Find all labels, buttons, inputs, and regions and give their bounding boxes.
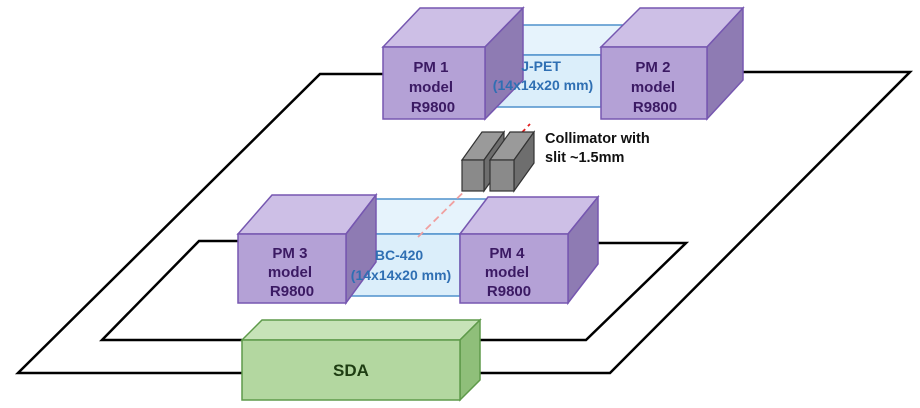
collimator-left-face [461,159,485,192]
pm4-face [459,233,569,304]
sda-box: SDA [240,318,482,402]
cable-pm1 [14,72,383,375]
collimator-label: Collimator with slit ~1.5mm [545,131,654,166]
sda-face [241,339,461,401]
pm2-label: PM 2 model R9800 [631,59,679,116]
pm2-face [600,46,708,120]
jpet-label: J-PET (14x14x20 mm) [493,58,593,93]
pm1-face [382,46,486,120]
cable-pm2 [465,70,914,375]
pm2-box: PM 2 model R9800 [599,6,745,121]
collimator [460,130,536,193]
pm4-label: PM 4 model R9800 [485,245,533,300]
pm1-box: PM 1 model R9800 [381,6,525,121]
cables [14,70,914,375]
cable-pm4 [465,241,690,342]
pm4-box: PM 4 model R9800 [458,194,600,306]
pm1-label: PM 1 model R9800 [409,59,457,116]
pm3-box: PM 3 model R9800 [236,192,378,306]
cable-pm3 [99,239,242,342]
beam-line-lower [417,165,491,238]
pm3-label: PM 3 model R9800 [268,245,316,300]
pm3-face [237,233,347,304]
collimator-right-face [489,159,515,192]
sda-top [240,319,482,341]
bc420-label: BC-420 (14x14x20 mm) [351,247,451,283]
sda-label: SDA [333,361,369,380]
